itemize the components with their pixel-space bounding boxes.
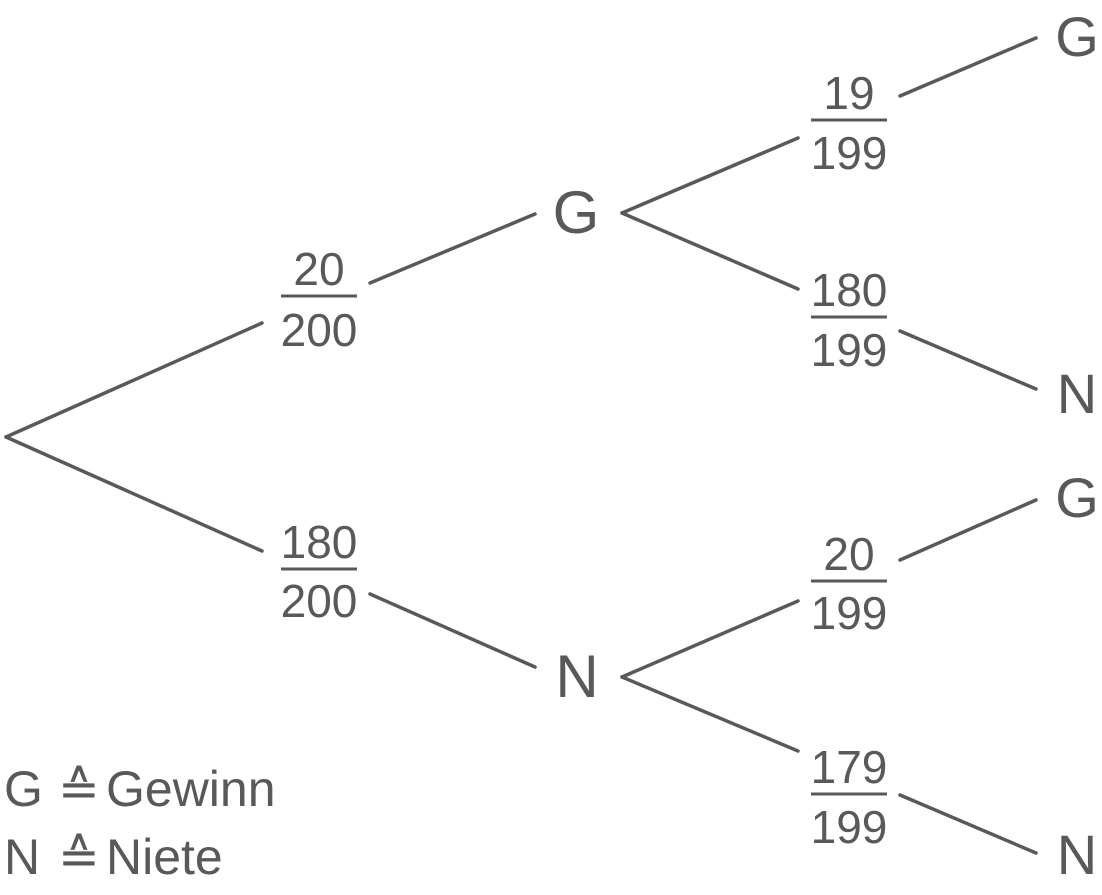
branch-root-n-upper (4, 435, 264, 553)
branch-n-g-lower (620, 599, 800, 679)
fraction-g-n: 180 199 (811, 264, 888, 376)
legend-meaning: Niete (106, 829, 223, 885)
legend-relation: ≙ (58, 761, 100, 817)
fraction-denominator: 199 (811, 324, 888, 376)
branch-root-g-lower (4, 321, 264, 439)
fraction-numerator: 180 (281, 516, 358, 568)
legend-relation: ≙ (58, 829, 100, 885)
fraction-numerator: 19 (823, 67, 874, 119)
node-labels: G N G N G N (553, 5, 1099, 886)
fraction-numerator: 179 (811, 741, 888, 793)
branch-root-g-upper (368, 212, 537, 285)
branch-n-n-upper (620, 675, 800, 753)
leaf-n-g: G (1055, 466, 1099, 529)
legend-meaning: Gewinn (106, 761, 276, 817)
branch-g-n-lower (898, 329, 1038, 391)
fraction-denominator: 199 (811, 127, 888, 179)
node-level1-n: N (555, 643, 598, 710)
node-level1-g: G (553, 179, 600, 246)
fraction-root-g: 20 200 (281, 243, 358, 356)
legend-item-gewinn: G ≙ Gewinn (4, 761, 276, 817)
branch-g-n-upper (620, 211, 800, 291)
branch-g-g-lower (620, 136, 800, 215)
branch-lines (4, 36, 1038, 855)
legend: G ≙ Gewinn N ≙ Niete (4, 761, 276, 885)
leaf-g-n: N (1057, 362, 1097, 425)
fraction-denominator: 200 (281, 304, 358, 356)
legend-symbol: G (4, 761, 43, 817)
legend-symbol: N (4, 829, 40, 885)
fraction-denominator: 199 (811, 587, 888, 639)
leaf-n-n: N (1057, 823, 1097, 886)
branch-g-g-upper (898, 36, 1038, 98)
legend-item-niete: N ≙ Niete (4, 829, 223, 885)
fraction-denominator: 200 (281, 575, 358, 627)
branch-n-g-upper (898, 498, 1038, 562)
fraction-denominator: 199 (811, 801, 888, 853)
leaf-g-g: G (1055, 5, 1099, 68)
branch-root-n-lower (368, 592, 537, 669)
fraction-n-n: 179 199 (811, 741, 888, 853)
fraction-g-g: 19 199 (811, 67, 888, 179)
fraction-numerator: 180 (811, 264, 888, 316)
branch-n-n-lower (898, 793, 1038, 855)
fraction-root-n: 180 200 (281, 516, 358, 627)
fraction-numerator: 20 (293, 243, 344, 295)
fraction-n-g: 20 199 (811, 528, 888, 639)
fraction-numerator: 20 (823, 528, 874, 580)
